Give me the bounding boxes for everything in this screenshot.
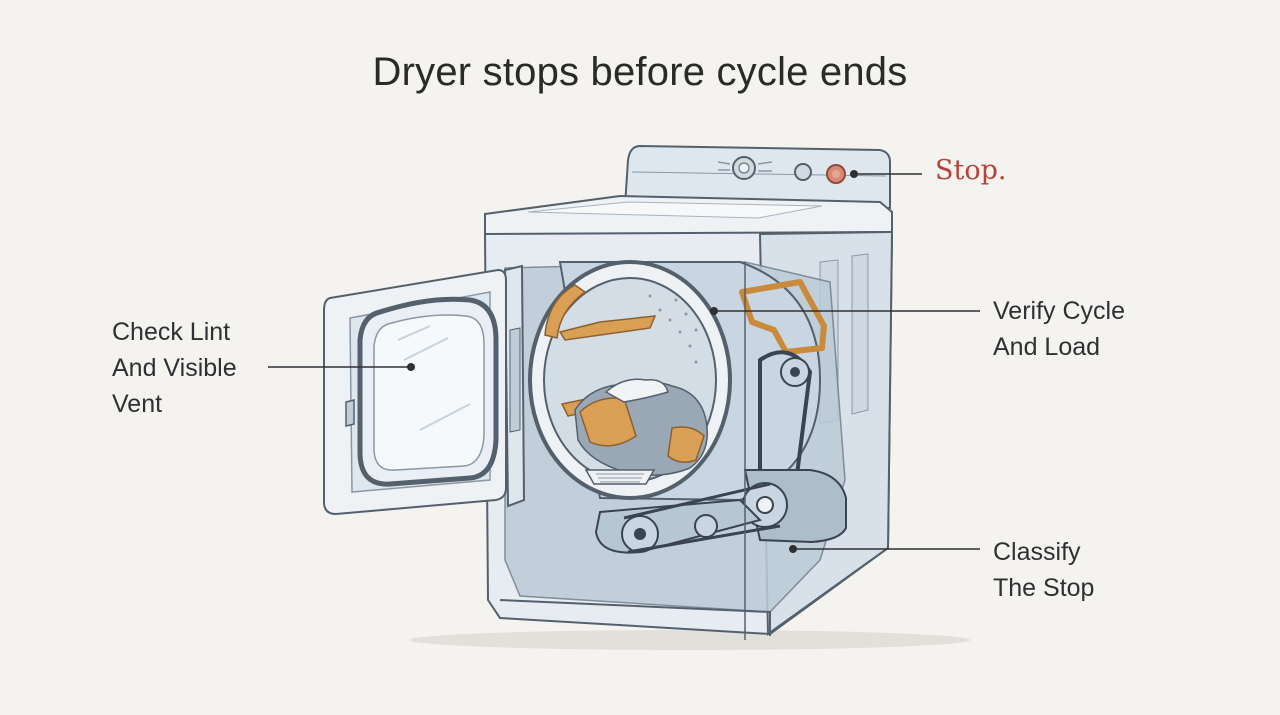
leader-cycle <box>710 307 980 315</box>
callout-line: The Stop <box>993 574 1095 602</box>
callout-stop: Stop. <box>935 155 1007 186</box>
door-frame <box>503 264 526 508</box>
callout-line: Check Lint <box>112 318 231 346</box>
drum <box>528 260 822 502</box>
callout-line: Verify Cycle <box>993 297 1125 325</box>
leader-lint <box>268 363 415 371</box>
leader-stop <box>850 170 922 178</box>
belt-and-motor <box>594 350 847 554</box>
small-knob <box>794 163 812 181</box>
callout-line: And Load <box>993 333 1101 361</box>
callout-check-lint: Check Lint And Visible Vent <box>112 314 237 422</box>
leader-classify <box>789 545 980 553</box>
callout-line: Classify <box>993 538 1081 566</box>
callout-verify-cycle: Verify Cycle And Load <box>993 293 1125 365</box>
top-surface <box>484 194 893 238</box>
floor-shadow <box>410 630 970 650</box>
control-panel <box>623 144 891 210</box>
callout-line: And Visible <box>112 354 237 382</box>
callout-line: Vent <box>112 390 163 418</box>
open-door <box>323 268 507 516</box>
cycle-knob <box>717 156 773 180</box>
callout-classify-stop: Classify The Stop <box>993 534 1094 606</box>
heating-element <box>739 279 827 355</box>
stop-button <box>826 164 846 184</box>
page-title: Dryer stops before cycle ends <box>372 50 908 94</box>
